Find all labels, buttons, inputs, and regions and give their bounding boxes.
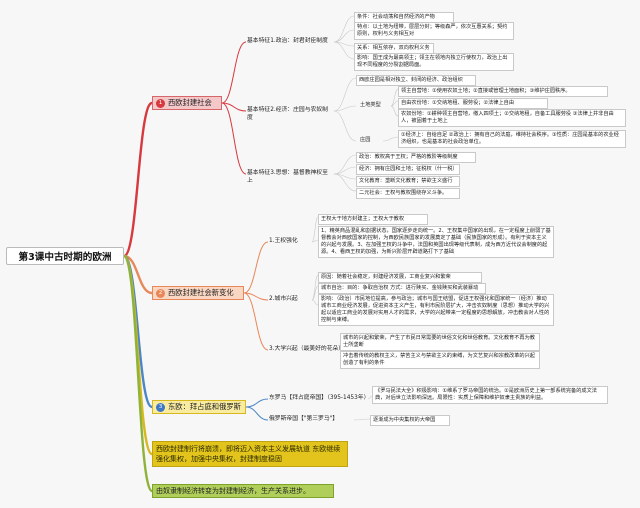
connector (390, 105, 399, 117)
connector (221, 41, 247, 104)
city-cause: 原因：随着社会稳定，封建经济发展，工商业复兴和繁荣 (318, 272, 482, 284)
connector (333, 166, 357, 175)
connector (333, 105, 357, 112)
connector (122, 101, 154, 258)
city-impact: 影响：（政治）市民地位提高，参与政治；城市与国王结盟，促进王权强化和国家统一（经… (318, 294, 554, 327)
connector (221, 102, 247, 112)
kingship-strengthen[interactable]: 1.王权强化 (269, 238, 298, 244)
connector (122, 254, 154, 493)
connector (333, 41, 355, 60)
connector (123, 254, 153, 295)
connector (333, 41, 355, 47)
connector (245, 406, 269, 421)
university-cause: 城市的兴起和繁荣，产生了市民日常需要的世俗文化和世俗教育。文化教育不再为教士所垄… (340, 333, 540, 352)
branch-summary[interactable]: 西欧封建制行将崩溃，即将迈入资本主义发展轨道 东欧继续强化集权，加强中央集权，封… (152, 441, 348, 467)
f3-culture: 文化教育：垄断文化教育；禁欲主义盛行 (356, 176, 460, 188)
city-rise[interactable]: 2.城市兴起 (269, 296, 298, 302)
byzantine-empire[interactable]: 东罗马【拜占庭帝国】（395-1453年） (269, 395, 370, 401)
manor[interactable]: 庄园 (360, 137, 371, 143)
f2-intro: 西欧庄园是相对独立、封闭的经济、政治组织 (356, 75, 476, 87)
connector (333, 77, 357, 112)
feature-3-thought[interactable]: 基本特征3.思想：基督教神权至上 (247, 170, 328, 184)
number-badge: 3 (156, 402, 165, 412)
serf-land: 农奴份地：①耕种领主自营地，缴入四项土；②交纳地租，自备工具服劳役 ③法律上并非… (398, 109, 626, 128)
f3-dual-society: 二元社会：王权与教权围绕存义斗争。 (356, 188, 460, 200)
connector (333, 173, 357, 180)
connector (333, 154, 357, 175)
university-rise[interactable]: 3.大学兴起（最美好的花朵） (269, 346, 345, 352)
number-badge: 1 (156, 98, 165, 108)
connector (333, 173, 357, 192)
branch-west-feudal[interactable]: 1 西欧封建社会 (152, 96, 222, 110)
connector (353, 418, 371, 421)
connector (333, 110, 357, 142)
connector (390, 88, 399, 107)
f1-impact: 影响：国王成为最高领主；领主在领地内独立行使权力，政治上出现不同程度的分裂割据局… (354, 53, 514, 72)
branch-conclusion[interactable]: 由奴隶制经济转变为封建制经济，生产关系进步。 (152, 484, 334, 498)
free-peasant-land: 自由农份地：①交纳地租、服劳役；②法律上自由 (398, 98, 548, 110)
f3-economy: 经济：拥有庄园和土地；征税权（什一税） (356, 164, 460, 176)
city-autonomy: 城市自治：目的：争取自治权 方式：进行赎买、金钱赎买和武装暴动 (318, 283, 486, 295)
f3-politics: 政治：教权高于王权；严格的教阶等级制度 (356, 152, 476, 164)
root-topic[interactable]: 第3课中古时期的欧洲 (6, 247, 124, 265)
branch-label: 西欧封建社会新变化 (168, 288, 234, 297)
f1-traits: 特点：以土地为纽带，层层分封；等级森严，依次互惠关系；契约原则，权利与义务相互对 (354, 22, 514, 41)
connector (333, 15, 355, 43)
connector (245, 398, 269, 408)
branch-east-europe[interactable]: 3 东欧：拜占庭和俄罗斯 (152, 400, 246, 414)
russia-detail: 逐渐成为中央集权的大帝国 (370, 415, 450, 427)
land-types[interactable]: 土地类型 (360, 102, 381, 108)
feature-2-economy[interactable]: 基本特征2.经济：庄园与农奴制度 (247, 107, 328, 121)
kingship-summary: 王权大于地方封建主；王权大于教权 (318, 214, 428, 226)
kingship-detail: 1、精英商品混乱和割据状态，国家逐步走向统一。2、王权集中国家的出现，在一定程度… (318, 226, 554, 259)
connector (333, 29, 355, 43)
connector (243, 241, 269, 294)
connector (243, 292, 269, 351)
branch-label: 东欧：拜占庭和俄罗斯 (168, 402, 241, 411)
russia-empire[interactable]: 俄罗斯帝国【"第三罗马"】 (269, 416, 339, 422)
lord-demesne: 领主自营地：①使用农奴土地；②直接或管理土地面积；③维护庄园秩序。 (398, 86, 608, 98)
manor-detail: ①经济上：自给自足 ②政治上：拥有自己的法庭，维持社会秩序。③性质：庄园是基本的… (398, 130, 626, 149)
connector (390, 100, 399, 107)
branch-new-changes[interactable]: 2 西欧封建社会新变化 (152, 286, 244, 300)
number-badge: 2 (156, 288, 165, 298)
connector (122, 254, 154, 456)
byzantine-law: 《罗马民法大全》积极影响：①维系了罗马帝国的统治。②是欧洲历史上第一部系统完备的… (372, 386, 608, 405)
connector (122, 254, 154, 409)
connector (243, 292, 269, 301)
branch-label: 西欧封建社会 (168, 98, 212, 107)
university-impact: 冲击着传统的教权主义，禁苦主义与禁欲主义的束缚，为文艺复兴和宗教改革的兴起创造了… (340, 351, 540, 370)
connector (221, 102, 247, 175)
connector (382, 136, 399, 142)
feature-1-politics[interactable]: 基本特征1.政治：封君封臣制度 (247, 38, 328, 44)
